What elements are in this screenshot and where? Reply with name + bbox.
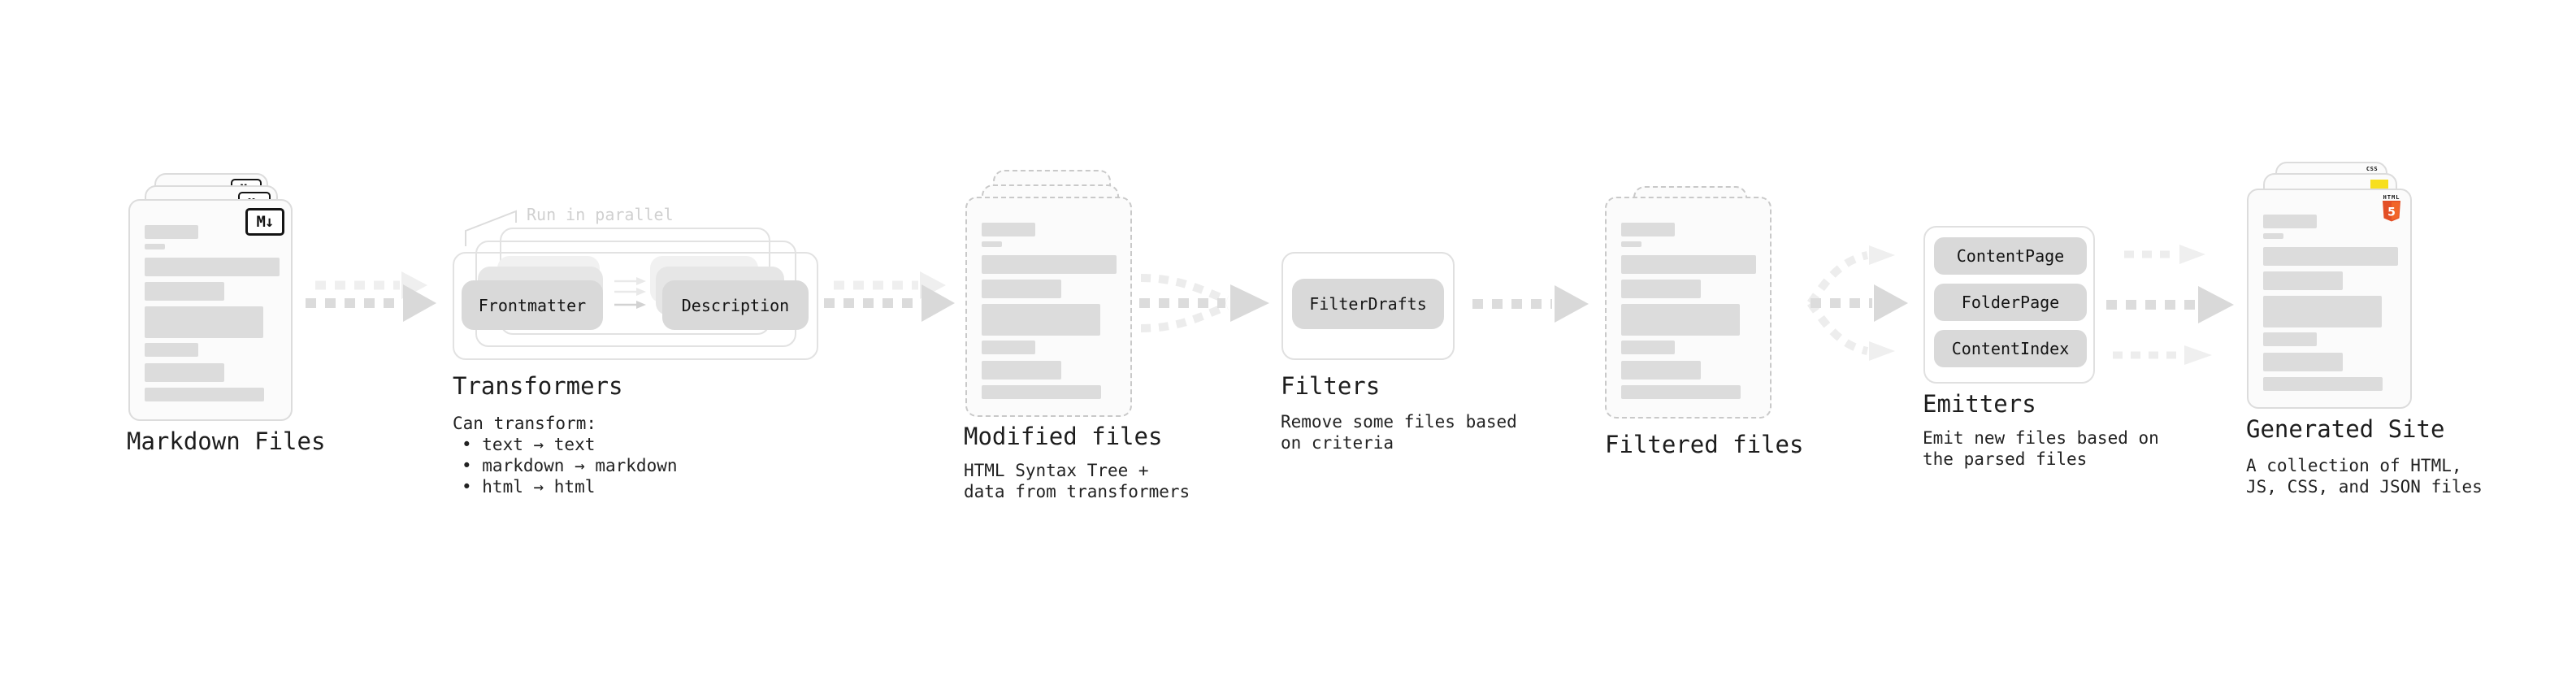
- transform-bullet: • text → text: [462, 435, 596, 454]
- transformer-mini-arrow: [614, 277, 646, 285]
- transform-bullet: • markdown → markdown: [462, 456, 678, 475]
- description-line: Emit new files based on: [1923, 428, 2159, 448]
- placeholder-bar: [1621, 340, 1675, 354]
- placeholder-bar: [982, 280, 1061, 298]
- placeholder-bar: [982, 241, 1002, 247]
- placeholder-bar: [1621, 385, 1741, 399]
- transformer-mini-arrow: [614, 301, 646, 309]
- placeholder-bar: [982, 361, 1061, 380]
- description-line: JS, CSS, and JSON files: [2246, 477, 2483, 497]
- placeholder-bar: [982, 385, 1101, 399]
- placeholder-bar: [2263, 377, 2383, 391]
- transform-bullet: • html → html: [462, 477, 596, 497]
- filter-pill-filterdrafts: FilterDrafts: [1292, 279, 1444, 329]
- placeholder-bar: [145, 282, 224, 301]
- placeholder-bar: [982, 340, 1035, 354]
- description-line: the parsed files: [1923, 449, 2088, 469]
- run-in-parallel-leader-line: [465, 210, 517, 246]
- placeholder-bar: [1621, 280, 1701, 298]
- transformer-pill-description: Description: [662, 280, 809, 330]
- placeholder-bar: [145, 363, 224, 382]
- site-file-card-front: HTML 5: [2247, 189, 2412, 409]
- placeholder-bar: [1621, 223, 1675, 236]
- placeholder-bar: [1621, 255, 1756, 274]
- flow-arrow-modified-to-filters: [1139, 274, 1269, 332]
- placeholder-bar: [1621, 241, 1641, 247]
- html5-icon-word: HTML: [2383, 194, 2400, 201]
- placeholder-bar: [982, 255, 1117, 274]
- html5-icon-number: 5: [2387, 206, 2396, 219]
- filters-description: Remove some files based on criteria: [1281, 411, 1517, 453]
- placeholder-bar: [982, 223, 1035, 236]
- placeholder-bar: [2263, 353, 2343, 371]
- flow-arrow-filtered-to-emitters: [1806, 245, 1908, 361]
- placeholder-bar: [982, 304, 1100, 336]
- markdown-file-card-front: M↓: [128, 199, 293, 421]
- emitter-pill-contentindex: ContentIndex: [1934, 330, 2087, 367]
- can-transform-title: Can transform:: [453, 414, 597, 433]
- description-line: Remove some files based: [1281, 412, 1517, 432]
- placeholder-bar: [2263, 332, 2317, 346]
- description-line: on criteria: [1281, 433, 1394, 453]
- transformer-container-front: [453, 252, 818, 360]
- transformer-mini-arrow: [614, 288, 646, 296]
- description-line: A collection of HTML,: [2246, 456, 2462, 475]
- run-in-parallel-annotation: Run in parallel: [527, 205, 674, 224]
- flow-arrow-markdown-to-transformers: [306, 271, 436, 322]
- emitter-pill-contentpage: ContentPage: [1934, 237, 2087, 275]
- modified-file-card-front: [965, 197, 1132, 417]
- transformer-pill-frontmatter: Frontmatter: [462, 280, 603, 330]
- filters-label: Filters: [1281, 372, 1381, 400]
- placeholder-bar: [2263, 215, 2317, 228]
- placeholder-bar: [1621, 304, 1740, 336]
- placeholder-bar: [145, 225, 198, 239]
- placeholder-bar: [145, 258, 280, 276]
- description-line: HTML Syntax Tree +: [964, 461, 1149, 480]
- generated-site-description: A collection of HTML, JS, CSS, and JSON …: [2246, 455, 2483, 497]
- markdown-files-label: Markdown Files: [127, 427, 326, 455]
- placeholder-bar: [145, 343, 198, 357]
- css-icon-word: CSS: [2366, 166, 2379, 172]
- placeholder-bar: [1621, 361, 1701, 380]
- modified-files-description: HTML Syntax Tree + data from transformer…: [964, 460, 1190, 502]
- filtered-file-card-front: [1605, 197, 1772, 419]
- placeholder-bar: [2263, 233, 2283, 239]
- flow-arrow-transformers-to-modified: [824, 271, 955, 322]
- placeholder-bar: [145, 244, 165, 249]
- js-icon: [2370, 180, 2388, 189]
- html5-icon-shield: 5: [2383, 201, 2400, 222]
- markdown-icon: M↓: [245, 208, 284, 236]
- placeholder-bar: [145, 388, 264, 401]
- flow-arrow-filters-to-filtered: [1472, 285, 1589, 323]
- modified-files-label: Modified files: [964, 423, 1163, 450]
- emitter-pill-folderpage: FolderPage: [1934, 284, 2087, 321]
- description-line: data from transformers: [964, 482, 1190, 501]
- generated-site-label: Generated Site: [2246, 415, 2445, 443]
- flow-arrow-emitters-to-site: [2106, 245, 2234, 365]
- placeholder-bar: [2263, 271, 2343, 290]
- emitters-label: Emitters: [1923, 390, 2036, 418]
- emitters-description: Emit new files based on the parsed files: [1923, 427, 2159, 470]
- html5-icon: HTML 5: [2381, 194, 2402, 226]
- transformers-label: Transformers: [453, 372, 623, 400]
- transformers-description: Can transform: • text → text • markdown …: [453, 413, 678, 497]
- placeholder-bar: [2263, 247, 2398, 266]
- placeholder-bar: [145, 306, 263, 338]
- filtered-files-label: Filtered files: [1605, 431, 1804, 458]
- placeholder-bar: [2263, 296, 2382, 327]
